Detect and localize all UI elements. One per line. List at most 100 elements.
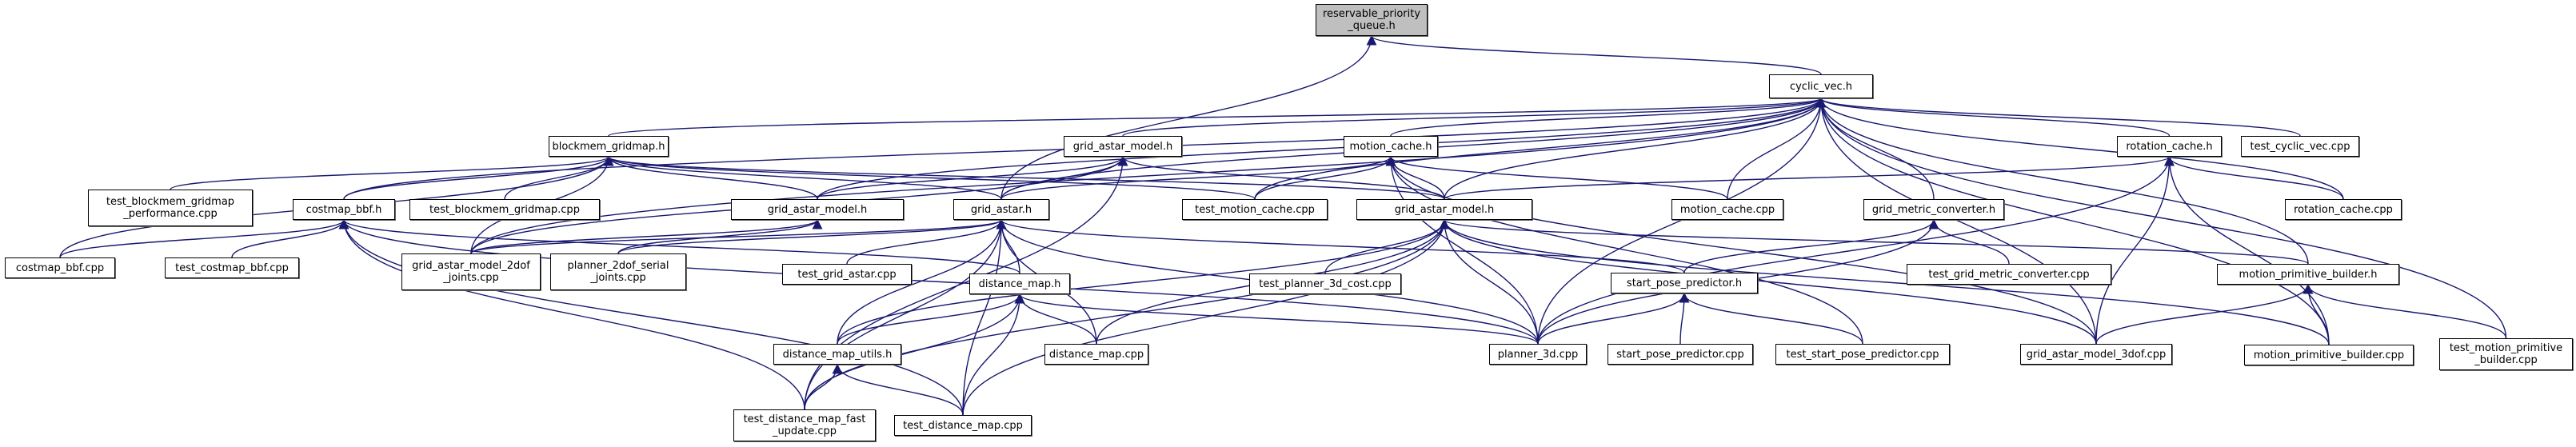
- node-test-costmap-bbf-cpp[interactable]: test_costmap_bbf.cpp: [165, 257, 299, 278]
- node-start-pose-predictor-cpp[interactable]: start_pose_predictor.cpp: [1608, 344, 1753, 365]
- edge-mpbh-to-gamh3: [1440, 218, 2309, 265]
- edge-gamh2-to-cv: [817, 97, 1827, 200]
- node-rotation-cache-h[interactable]: rotation_cache.h: [2117, 136, 2222, 157]
- edge-dmuh-to-dmh: [837, 293, 1025, 345]
- edge-tdm-to-gah: [962, 218, 1007, 416]
- node-test-motion-primitive-builder-cpp[interactable]: test_motion_primitive _builder.cpp: [2439, 338, 2573, 370]
- edge-gamh1-to-cv: [1122, 97, 1826, 137]
- edge-dmh-to-cbh: [338, 218, 1020, 274]
- node-test-motion-cache-cpp[interactable]: test_motion_cache.cpp: [1182, 199, 1328, 220]
- node-grid-astar-model-h[interactable]: grid_astar_model.h: [731, 199, 904, 220]
- edge-dmc-to-dmh: [1014, 293, 1097, 345]
- edge-p3d-to-gamh3: [1439, 218, 1539, 345]
- edge-p3d-to-cbh: [338, 218, 1539, 345]
- edge-bg-to-cv: [608, 97, 1826, 137]
- edge-tdmf-to-gamh3: [804, 218, 1450, 410]
- edge-tmc-to-cv: [1254, 97, 1827, 200]
- edge-gamh3-to-rch: [1444, 155, 2175, 200]
- edge-tmc-to-bg: [604, 155, 1256, 200]
- node-test-distance-map-cpp[interactable]: test_distance_map.cpp: [894, 415, 1032, 436]
- edge-sppc-to-spph: [1679, 292, 1690, 345]
- edge-mpbc-to-cv: [1815, 97, 2330, 345]
- edge-tbg-to-bg: [504, 155, 614, 200]
- node-planner-3d-cpp[interactable]: planner_3d.cpp: [1489, 344, 1587, 365]
- node-blockmem-gridmap-h[interactable]: blockmem_gridmap.h: [549, 136, 669, 157]
- edge-dmuh-to-gamh3: [837, 218, 1450, 345]
- edge-p3d-to-cv: [1537, 97, 1827, 345]
- node-grid-astar-h[interactable]: grid_astar.h: [953, 199, 1049, 220]
- node-distance-map-utils-h[interactable]: distance_map_utils.h: [773, 344, 901, 365]
- node-test-grid-metric-converter-cpp[interactable]: test_grid_metric_converter.cpp: [1907, 264, 2111, 285]
- edge-mpbh-to-cv: [1815, 97, 2309, 265]
- node-test-planner-3d-cost-cpp[interactable]: test_planner_3d_cost.cpp: [1249, 273, 1401, 294]
- node-test-blockmem-gridmap-cpp[interactable]: test_blockmem_gridmap.cpp: [409, 199, 600, 220]
- edge-gam3-to-mpbh: [2095, 283, 2314, 345]
- edge-tdmf-to-dmh: [804, 293, 1025, 410]
- node-cyclic-vec-h[interactable]: cyclic_vec.h: [1769, 74, 1873, 98]
- edge-tdmf-to-cbh: [338, 218, 805, 410]
- edge-dmuh-to-gah: [837, 218, 1007, 345]
- edge-rch-to-cv: [1815, 97, 2171, 137]
- node-motion-cache-h[interactable]: motion_cache.h: [1344, 136, 1438, 157]
- node-grid-astar-model-h[interactable]: grid_astar_model.h: [1356, 199, 1532, 220]
- node-start-pose-predictor-h[interactable]: start_pose_predictor.h: [1611, 273, 1758, 293]
- edge-gamh3-to-cv: [1444, 97, 1827, 200]
- node-rotation-cache-cpp[interactable]: rotation_cache.cpp: [2285, 199, 2402, 220]
- edge-gam3-to-rch: [2095, 155, 2175, 345]
- edge-gam2-to-cv: [470, 97, 1827, 254]
- edge-gamh3-to-gamh1: [1117, 155, 1445, 200]
- edge-gah-to-bg: [603, 155, 1002, 200]
- edge-p3d-to-spph: [1537, 292, 1690, 345]
- edge-tspp-to-spph: [1679, 292, 1863, 345]
- edge-tdmf-to-dmuh: [804, 363, 843, 410]
- edge-rcc-to-cv: [1815, 97, 2344, 200]
- edge-p3d-to-rch: [1537, 155, 2175, 345]
- edge-tdm-to-cbh: [338, 218, 964, 416]
- edge-tbgp-to-bg: [170, 155, 613, 190]
- node-test-grid-astar-cpp[interactable]: test_grid_astar.cpp: [782, 264, 912, 285]
- edge-tga-to-gah: [846, 218, 1007, 265]
- edge-gam2-to-gah: [470, 218, 1006, 254]
- node-motion-primitive-builder-cpp[interactable]: motion_primitive_builder.cpp: [2244, 345, 2414, 365]
- node-reservable-priority-queue-h[interactable]: reservable_priority _queue.h: [1316, 4, 1428, 36]
- node-test-distance-map-fast-update-cpp[interactable]: test_distance_map_fast _update.cpp: [733, 409, 876, 441]
- edge-tmpb-to-mpbh: [2302, 283, 2507, 339]
- node-costmap-bbf-cpp[interactable]: costmap_bbf.cpp: [5, 257, 115, 278]
- edge-tdm-to-dmh: [962, 293, 1025, 416]
- edge-tdm-to-dmuh: [832, 363, 964, 416]
- node-motion-primitive-builder-h[interactable]: motion_primitive_builder.h: [2217, 264, 2399, 285]
- edge-mcc-to-cv: [1727, 97, 1827, 200]
- edge-gmch-to-cv: [1815, 97, 1935, 200]
- edge-tmc-to-mch: [1254, 155, 1396, 200]
- node-grid-astar-model-h[interactable]: grid_astar_model.h: [1064, 136, 1182, 157]
- node-grid-astar-model-3dof-cpp[interactable]: grid_astar_model_3dof.cpp: [2020, 344, 2172, 365]
- node-costmap-bbf-h[interactable]: costmap_bbf.h: [293, 199, 395, 220]
- edge-tspp-to-mch: [1385, 155, 1863, 345]
- edge-gam3-to-mch: [1385, 155, 2097, 345]
- edge-cbc-to-cbh: [59, 218, 349, 258]
- node-motion-cache-cpp[interactable]: motion_cache.cpp: [1671, 199, 1783, 220]
- node-grid-astar-model-2dof-joints-cpp[interactable]: grid_astar_model_2dof _joints.cpp: [401, 253, 541, 290]
- edge-gamh3-to-bg: [604, 155, 1445, 200]
- edge-p2sj-to-gah: [617, 218, 1007, 254]
- edge-mpbc-to-rch: [2164, 155, 2330, 345]
- node-test-start-pose-predictor-cpp[interactable]: test_start_pose_predictor.cpp: [1775, 344, 1950, 365]
- node-distance-map-cpp[interactable]: distance_map.cpp: [1044, 344, 1148, 365]
- edge-spph-to-gmch: [1683, 218, 1939, 273]
- edge-rcc-to-rch: [2164, 155, 2344, 200]
- edge-p3d-to-dmh: [1014, 293, 1539, 345]
- node-distance-map-h[interactable]: distance_map.h: [969, 273, 1070, 294]
- node-grid-metric-converter-h[interactable]: grid_metric_converter.h: [1863, 199, 2004, 220]
- node-test-blockmem-gridmap-performance-cpp[interactable]: test_blockmem_gridmap _performance.cpp: [88, 190, 253, 226]
- edge-tdmf-to-gah: [804, 218, 1007, 410]
- edge-mpbc-to-gamh3: [1439, 218, 2330, 345]
- node-planner-2dof-serial-joints-cpp[interactable]: planner_2dof_serial _joints.cpp: [550, 253, 686, 290]
- edge-tmpb-to-cv: [1815, 97, 2507, 339]
- edge-tdm-to-gamh3: [962, 218, 1450, 416]
- edge-cv-to-rpq: [1366, 34, 1822, 75]
- edge-gam2-to-gamh2: [470, 218, 823, 254]
- node-test-cyclic-vec-cpp[interactable]: test_cyclic_vec.cpp: [2241, 136, 2359, 157]
- edge-mch-to-cv: [1390, 97, 1827, 137]
- edge-gamh2-to-bg: [603, 155, 818, 200]
- edge-mcc-to-mch: [1385, 155, 1728, 200]
